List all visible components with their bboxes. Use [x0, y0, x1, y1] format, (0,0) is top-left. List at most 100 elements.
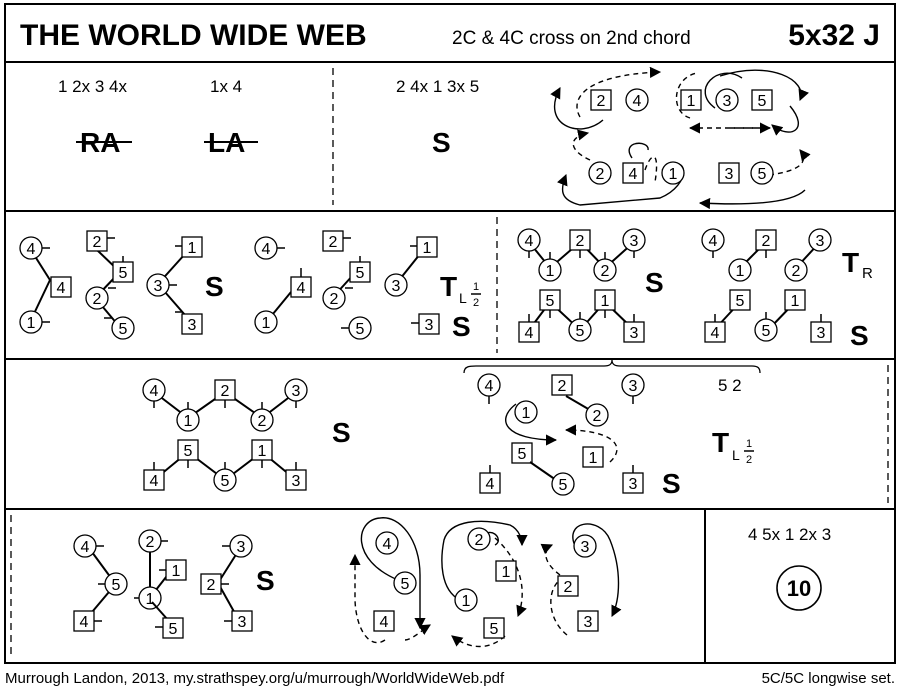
svg-text:3: 3	[629, 476, 638, 493]
fig-setting-bar2a: S	[205, 271, 224, 302]
svg-text:5: 5	[559, 477, 568, 494]
svg-text:5: 5	[356, 265, 365, 282]
svg-text:3: 3	[817, 325, 826, 342]
bar1-track-diagram: 2 4 1 3 5 2 4 1 3 5	[550, 66, 811, 210]
bar2-diagram-b: 4 4 1 2 5 2 5 1 3 3	[254, 230, 440, 340]
svg-text:5: 5	[576, 323, 585, 340]
svg-text:5: 5	[758, 166, 767, 183]
sub-frac-den-2: 2	[746, 454, 752, 466]
svg-text:5: 5	[758, 93, 767, 110]
sub-frac-den-1: 2	[473, 297, 479, 309]
fig-turn-left-half: T	[440, 271, 457, 302]
bar2-web-diagram-b: 4 2 3 1 2 5 1 4 5 3	[701, 228, 832, 343]
svg-text:2: 2	[93, 234, 102, 251]
svg-text:2: 2	[258, 413, 267, 430]
svg-text:4: 4	[57, 280, 66, 297]
svg-text:2: 2	[576, 233, 585, 250]
svg-text:2: 2	[146, 534, 155, 551]
svg-text:3: 3	[188, 317, 197, 334]
svg-text:1: 1	[462, 593, 471, 610]
svg-text:5: 5	[119, 265, 128, 282]
svg-text:2: 2	[558, 378, 567, 395]
svg-text:2: 2	[596, 166, 605, 183]
svg-text:5: 5	[401, 576, 410, 593]
bar4-note: 4 5x 1 2x 3	[748, 525, 831, 544]
svg-text:5: 5	[169, 621, 178, 638]
bar2-diagram-a: 4 4 1 2 5 2 5 1 3 3	[19, 230, 203, 340]
svg-text:2: 2	[330, 291, 339, 308]
svg-text:3: 3	[629, 378, 638, 395]
dance-title: THE WORLD WIDE WEB	[20, 19, 367, 52]
fig-setting-bar2c: S	[645, 267, 664, 298]
footer-set-info: 5C/5C longwise set.	[762, 670, 895, 687]
svg-text:5: 5	[762, 323, 771, 340]
svg-text:3: 3	[425, 317, 434, 334]
svg-text:1: 1	[146, 591, 155, 608]
svg-text:1: 1	[687, 93, 696, 110]
svg-text:4: 4	[485, 378, 494, 395]
svg-text:4: 4	[297, 280, 306, 297]
svg-text:5: 5	[546, 293, 555, 310]
fig-setting-bar4: S	[256, 565, 275, 596]
svg-text:4: 4	[80, 614, 89, 631]
svg-text:3: 3	[630, 233, 639, 250]
sub-right: R	[862, 265, 873, 282]
bar2-web-diagram-a: 4 2 3 1 2 5 1 4 5 3	[517, 228, 646, 343]
sub-left-2: L	[732, 447, 740, 463]
fig-setting-bar2d: S	[850, 320, 869, 351]
svg-text:1: 1	[522, 405, 531, 422]
bar3-note: 5 2	[718, 376, 742, 395]
bar3-web-diagram: 4 2 3 1 2 5 1 4 5 3	[142, 378, 308, 492]
svg-text:4: 4	[383, 536, 392, 553]
svg-text:2: 2	[601, 263, 610, 280]
svg-text:2: 2	[329, 234, 338, 251]
bar3-brace-diagram: 4 2 3 1 2 5 1 4 5 3	[463, 359, 761, 496]
svg-text:1: 1	[184, 413, 193, 430]
svg-text:5: 5	[356, 321, 365, 338]
svg-text:2: 2	[597, 93, 606, 110]
svg-text:1: 1	[423, 240, 432, 257]
svg-text:2: 2	[93, 291, 102, 308]
fig-setting-bar1: S	[432, 127, 451, 158]
svg-text:4: 4	[81, 539, 90, 556]
svg-text:2: 2	[207, 577, 216, 594]
sub-left-1: L	[459, 290, 467, 306]
svg-text:2: 2	[564, 579, 573, 596]
fig-setting-bar3b: S	[662, 468, 681, 499]
svg-text:3: 3	[584, 614, 593, 631]
svg-text:4: 4	[711, 325, 720, 342]
bar-count: 10	[787, 576, 811, 601]
dance-code: 5x32 J	[788, 19, 880, 52]
svg-text:1: 1	[669, 166, 678, 183]
svg-text:5: 5	[221, 473, 230, 490]
svg-text:1: 1	[589, 450, 598, 467]
svg-text:3: 3	[630, 325, 639, 342]
svg-text:1: 1	[258, 443, 267, 460]
svg-text:2: 2	[762, 233, 771, 250]
sub-frac-num-1: 1	[473, 281, 479, 293]
svg-text:3: 3	[292, 383, 301, 400]
sub-frac-num-2: 1	[746, 438, 752, 450]
svg-text:1: 1	[601, 293, 610, 310]
svg-text:1: 1	[546, 263, 555, 280]
svg-text:2: 2	[792, 263, 801, 280]
svg-text:5: 5	[119, 321, 128, 338]
svg-text:4: 4	[633, 93, 642, 110]
svg-text:2: 2	[475, 532, 484, 549]
svg-text:3: 3	[237, 539, 246, 556]
fig-turn-right: T	[842, 247, 859, 278]
svg-text:1: 1	[262, 315, 271, 332]
footer-credit: Murrough Landon, 2013, my.strathspey.org…	[5, 670, 505, 687]
svg-text:3: 3	[292, 473, 301, 490]
bar4-diagram-a: 4 5 4 2 1 1 5 3 2 3	[73, 529, 253, 639]
svg-text:1: 1	[502, 564, 511, 581]
bar1-note-3: 2 4x 1 3x 5	[396, 77, 479, 96]
svg-text:3: 3	[725, 166, 734, 183]
svg-text:1: 1	[791, 293, 800, 310]
svg-text:4: 4	[150, 473, 159, 490]
bar-count-circle	[776, 565, 822, 611]
svg-text:2: 2	[593, 408, 602, 425]
dance-subtitle: 2C & 4C cross on 2nd chord	[452, 28, 691, 49]
svg-text:3: 3	[816, 233, 825, 250]
